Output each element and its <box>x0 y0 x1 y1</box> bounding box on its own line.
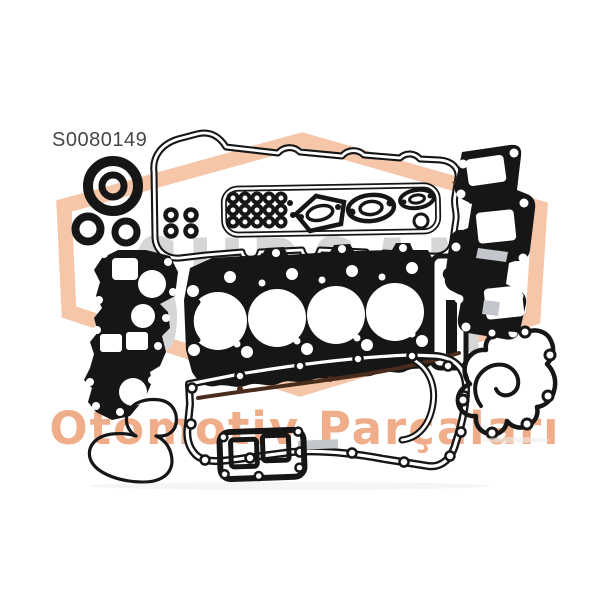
intake-manifold-gasket <box>84 250 178 420</box>
gasket-parts-layer <box>71 129 558 490</box>
valve-cover-gasket <box>150 129 462 264</box>
small-flange-gaskets <box>292 187 436 234</box>
brand-diamond-logo <box>56 132 548 397</box>
oil-pump-plate-gasket <box>216 426 308 483</box>
water-pump-gasket <box>455 325 558 440</box>
exhaust-manifold-gasket <box>444 144 536 340</box>
oil-cooler-o-ring <box>87 397 178 484</box>
ground-shadow-right <box>480 437 550 443</box>
front-cover-frame-gasket <box>183 350 470 471</box>
cylinder-head-gasket <box>184 243 469 387</box>
o-ring-seals <box>71 207 199 247</box>
crankshaft-seal <box>83 156 143 216</box>
product-code-label: S0080149 <box>52 129 147 151</box>
ground-shadow <box>90 482 490 490</box>
valve-stem-seal-grid <box>226 191 296 229</box>
